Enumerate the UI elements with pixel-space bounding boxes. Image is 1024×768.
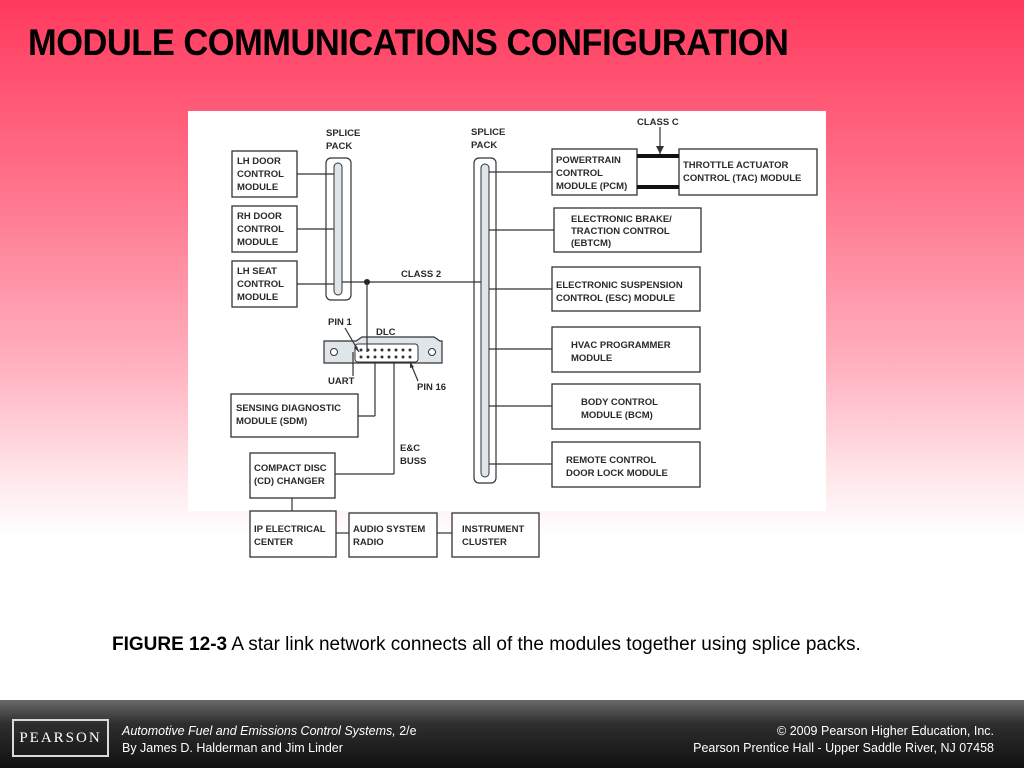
svg-text:CLUSTER: CLUSTER <box>462 537 507 548</box>
module-rcdl: REMOTE CONTROL DOOR LOCK MODULE <box>551 441 701 488</box>
svg-text:(EBTCM): (EBTCM) <box>571 238 611 249</box>
figure-label: FIGURE 12-3 <box>112 634 228 655</box>
splice-pack-right-label-1: SPLICE <box>471 127 505 138</box>
svg-text:MODULE (SDM): MODULE (SDM) <box>236 416 307 427</box>
svg-text:POWERTRAIN: POWERTRAIN <box>556 155 621 166</box>
svg-text:TRACTION CONTROL: TRACTION CONTROL <box>571 226 670 237</box>
pin-1-label: PIN 1 <box>328 317 352 328</box>
book-edition: 2/e <box>395 724 417 738</box>
dlc-connector: DLC <box>323 327 443 364</box>
svg-text:REMOTE CONTROL: REMOTE CONTROL <box>566 455 656 466</box>
svg-text:MODULE: MODULE <box>237 237 278 248</box>
module-tac: THROTTLE ACTUATOR CONTROL (TAC) MODULE <box>678 148 818 196</box>
publisher-line: Pearson Prentice Hall - Upper Saddle Riv… <box>693 741 994 755</box>
lower-module-row: IP ELECTRICAL CENTER AUDIO SYSTEM RADIO … <box>249 510 540 558</box>
svg-text:(CD) CHANGER: (CD) CHANGER <box>254 476 325 487</box>
svg-text:MODULE (PCM): MODULE (PCM) <box>556 181 627 192</box>
svg-text:LH DOOR: LH DOOR <box>237 156 281 167</box>
ec-buss-label-2: BUSS <box>400 456 426 467</box>
module-instrument-cluster: INSTRUMENT CLUSTER <box>451 512 540 558</box>
figure-caption-text: A star link network connects all of the … <box>227 634 861 655</box>
module-esc: ELECTRONIC SUSPENSION CONTROL (ESC) MODU… <box>551 266 701 312</box>
svg-text:THROTTLE ACTUATOR: THROTTLE ACTUATOR <box>683 160 789 171</box>
svg-text:ELECTRONIC BRAKE/: ELECTRONIC BRAKE/ <box>571 214 672 225</box>
splice-pack-left: SPLICE PACK <box>325 128 360 301</box>
pin-16-label: PIN 16 <box>417 382 446 393</box>
svg-text:IP ELECTRICAL: IP ELECTRICAL <box>254 524 326 535</box>
ec-buss-label-1: E&C <box>400 443 420 454</box>
svg-text:LH SEAT: LH SEAT <box>237 266 277 277</box>
module-ip-electrical-center: IP ELECTRICAL CENTER <box>249 510 337 558</box>
svg-text:COMPACT DISC: COMPACT DISC <box>254 463 327 474</box>
svg-text:CONTROL: CONTROL <box>556 168 603 179</box>
svg-text:BODY CONTROL: BODY CONTROL <box>581 397 658 408</box>
module-bcm: BODY CONTROL MODULE (BCM) <box>551 383 701 430</box>
svg-text:CONTROL (ESC) MODULE: CONTROL (ESC) MODULE <box>556 293 675 304</box>
module-audio-radio: AUDIO SYSTEM RADIO <box>348 512 438 558</box>
svg-text:CONTROL (TAC) MODULE: CONTROL (TAC) MODULE <box>683 173 801 184</box>
svg-text:HVAC PROGRAMMER: HVAC PROGRAMMER <box>571 340 671 351</box>
footer-copyright: © 2009 Pearson Higher Education, Inc. Pe… <box>693 723 994 757</box>
splice-pack-left-label-2: PACK <box>326 141 352 152</box>
svg-text:RADIO: RADIO <box>353 537 384 548</box>
svg-text:SENSING DIAGNOSTIC: SENSING DIAGNOSTIC <box>236 403 341 414</box>
svg-text:MODULE (BCM): MODULE (BCM) <box>581 410 653 421</box>
module-hvac: HVAC PROGRAMMER MODULE <box>551 326 701 373</box>
svg-text:MODULE: MODULE <box>237 292 278 303</box>
svg-text:RH DOOR: RH DOOR <box>237 211 282 222</box>
svg-text:INSTRUMENT: INSTRUMENT <box>462 524 524 535</box>
slide-title: MODULE COMMUNICATIONS CONFIGURATION <box>28 22 789 63</box>
module-pcm: POWERTRAIN CONTROL MODULE (PCM) <box>551 148 638 196</box>
svg-text:CENTER: CENTER <box>254 537 293 548</box>
module-cd-changer: COMPACT DISC (CD) CHANGER <box>249 452 336 499</box>
class-2-label: CLASS 2 <box>401 269 441 280</box>
footer-bar: PEARSON Automotive Fuel and Emissions Co… <box>0 700 1024 768</box>
svg-text:DOOR LOCK MODULE: DOOR LOCK MODULE <box>566 468 668 479</box>
svg-text:CONTROL: CONTROL <box>237 279 284 290</box>
splice-pack-right: SPLICE PACK <box>471 127 505 484</box>
svg-text:MODULE: MODULE <box>571 353 612 364</box>
book-title: Automotive Fuel and Emissions Control Sy… <box>122 724 396 738</box>
module-lh-door: LH DOOR CONTROL MODULE <box>231 150 298 198</box>
dlc-label: DLC <box>376 327 396 338</box>
module-ebtcm: ELECTRONIC BRAKE/ TRACTION CONTROL (EBTC… <box>553 207 702 253</box>
svg-text:AUDIO SYSTEM: AUDIO SYSTEM <box>353 524 425 535</box>
figure-panel: SPLICE PACK SPLICE PACK LH DOOR CONTROL … <box>188 111 826 511</box>
footer-book-info: Automotive Fuel and Emissions Control Sy… <box>122 723 417 757</box>
splice-pack-right-label-2: PACK <box>471 140 497 151</box>
svg-text:CONTROL: CONTROL <box>237 224 284 235</box>
splice-pack-left-label-1: SPLICE <box>326 128 360 139</box>
uart-label: UART <box>328 376 355 387</box>
figure-caption: FIGURE 12-3 A star link network connects… <box>112 631 912 658</box>
module-lh-seat: LH SEAT CONTROL MODULE <box>231 260 298 308</box>
svg-text:ELECTRONIC SUSPENSION: ELECTRONIC SUSPENSION <box>556 280 683 291</box>
class-c-label: CLASS C <box>637 117 679 128</box>
module-sdm: SENSING DIAGNOSTIC MODULE (SDM) <box>230 393 359 438</box>
copyright-line: © 2009 Pearson Higher Education, Inc. <box>777 724 994 738</box>
module-rh-door: RH DOOR CONTROL MODULE <box>231 205 298 253</box>
book-authors: By James D. Halderman and Jim Linder <box>122 741 343 755</box>
network-diagram: SPLICE PACK SPLICE PACK LH DOOR CONTROL … <box>230 117 818 511</box>
svg-text:MODULE: MODULE <box>237 182 278 193</box>
svg-text:CONTROL: CONTROL <box>237 169 284 180</box>
pearson-logo: PEARSON <box>12 719 109 757</box>
